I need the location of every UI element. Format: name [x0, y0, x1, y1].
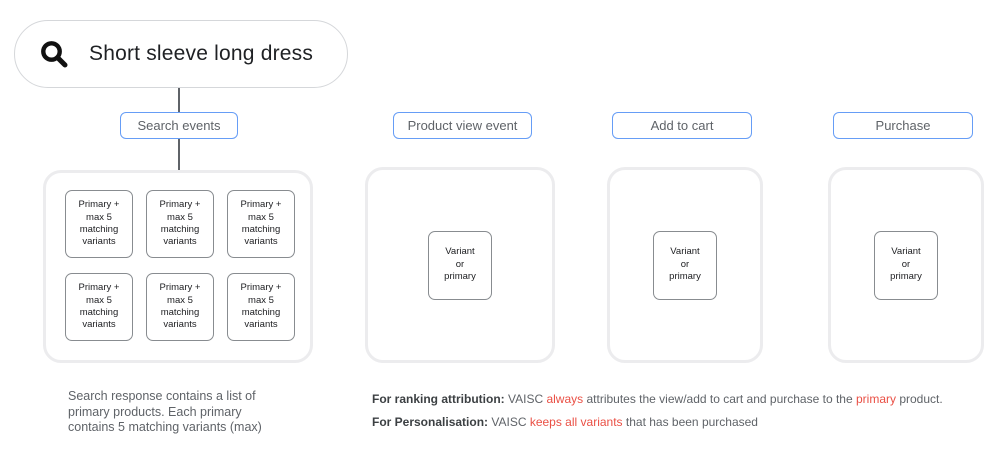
event-label-product-view[interactable]: Product view event [393, 112, 532, 139]
search-input[interactable]: Short sleeve long dress [14, 20, 348, 88]
event-label-text: Search events [137, 118, 221, 133]
primary-product-box: Primary + max 5 matching variants [146, 273, 214, 341]
variant-or-primary-box: Variant or primary [653, 230, 717, 300]
primary-product-box: Primary + max 5 matching variants [146, 190, 214, 258]
variant-or-primary-box: Variant or primary [874, 230, 938, 300]
event-label-text: Product view event [407, 118, 518, 133]
purchase-container: Variant or primary [828, 167, 984, 363]
ranking-attribution-note: For ranking attribution: VAISC always at… [372, 392, 943, 406]
event-label-text: Add to cart [650, 118, 714, 133]
event-label-text: Purchase [875, 118, 931, 133]
add-to-cart-container: Variant or primary [607, 167, 763, 363]
search-query-text: Short sleeve long dress [89, 42, 314, 65]
event-label-add-to-cart[interactable]: Add to cart [612, 112, 752, 139]
search-icon [41, 41, 68, 68]
search-response-note: Search response contains a list of prima… [68, 389, 262, 434]
primary-product-box: Primary + max 5 matching variants [227, 273, 295, 341]
primary-product-box: Primary + max 5 matching variants [227, 190, 295, 258]
primary-product-box: Primary + max 5 matching variants [65, 190, 133, 258]
event-label-search-events[interactable]: Search events [120, 112, 238, 139]
search-events-container: Primary + max 5 matching variants Primar… [43, 170, 313, 363]
product-view-container: Variant or primary [365, 167, 555, 363]
primary-product-box: Primary + max 5 matching variants [65, 273, 133, 341]
personalisation-note: For Personalisation: VAISC keeps all var… [372, 415, 758, 429]
event-label-purchase[interactable]: Purchase [833, 112, 973, 139]
variant-or-primary-box: Variant or primary [428, 230, 492, 300]
